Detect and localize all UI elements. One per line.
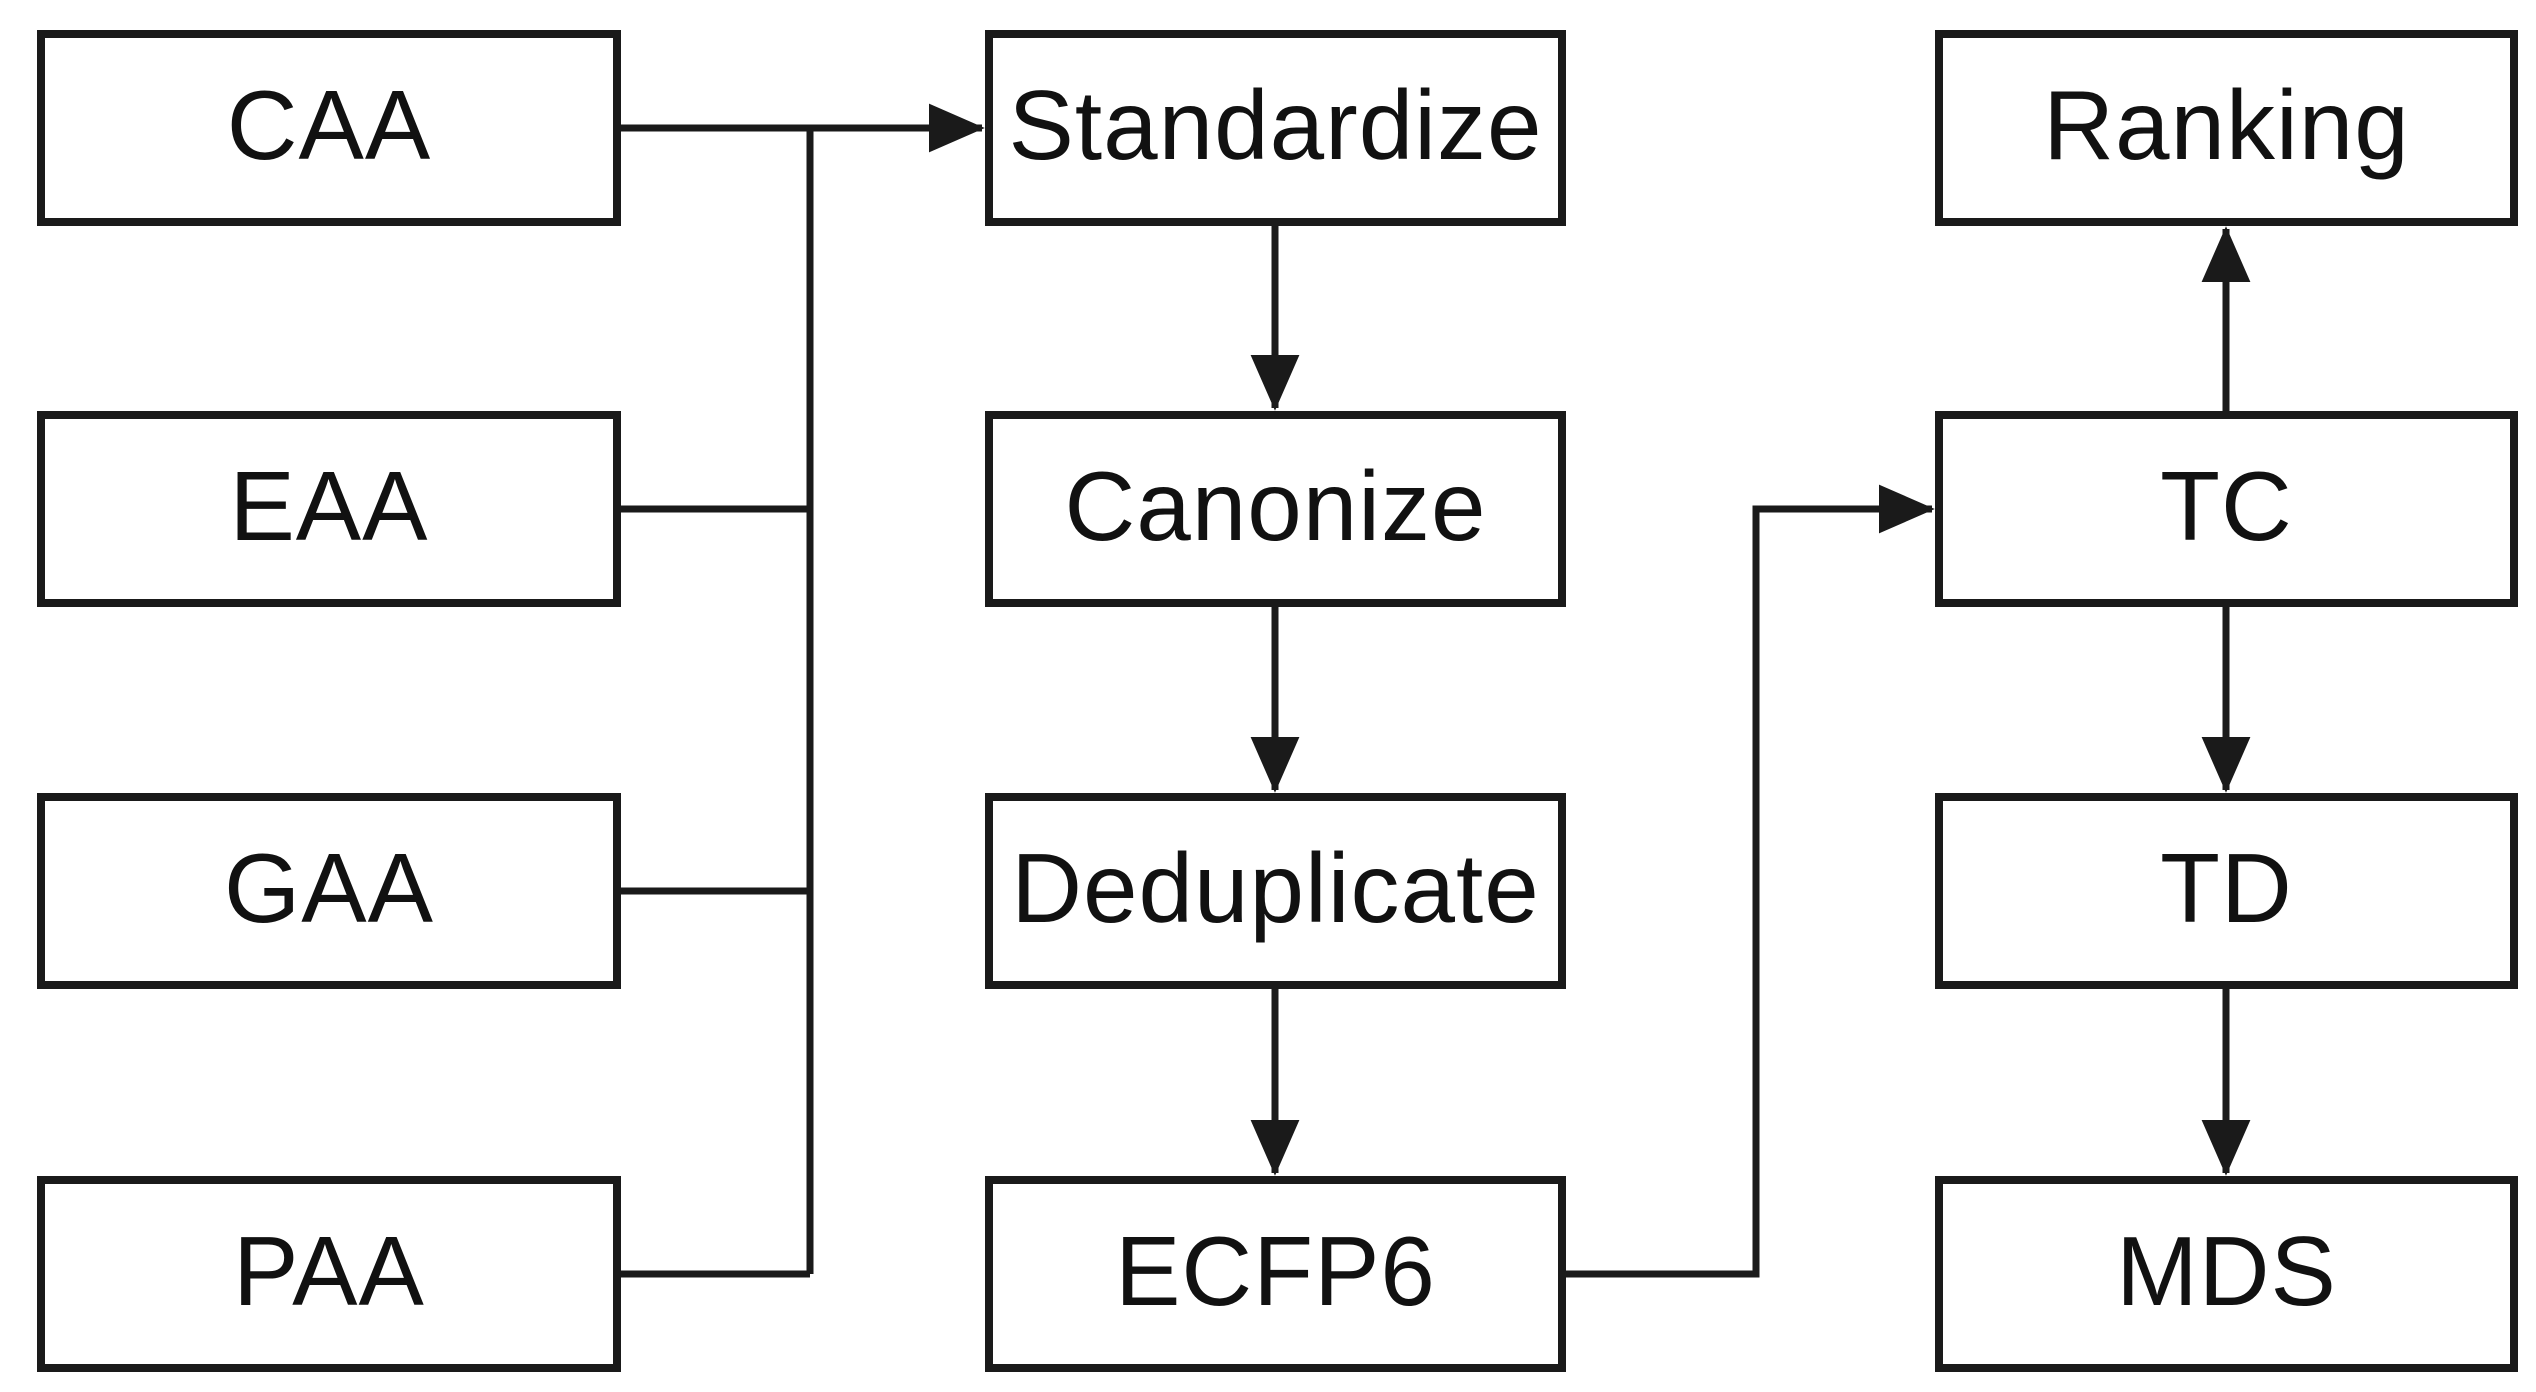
node-caa: CAA	[37, 30, 621, 226]
node-eaa-label: EAA	[229, 451, 429, 561]
node-mds: MDS	[1935, 1176, 2518, 1372]
node-paa: PAA	[37, 1176, 621, 1372]
node-canonize: Canonize	[985, 411, 1566, 607]
node-deduplicate: Deduplicate	[985, 793, 1566, 989]
node-standardize-label: Standardize	[1008, 70, 1543, 180]
node-gaa: GAA	[37, 793, 621, 989]
node-ecfp6: ECFP6	[985, 1176, 1566, 1372]
node-standardize: Standardize	[985, 30, 1566, 226]
node-td: TD	[1935, 793, 2518, 989]
node-deduplicate-label: Deduplicate	[1011, 833, 1540, 943]
node-gaa-label: GAA	[224, 833, 434, 943]
node-canonize-label: Canonize	[1064, 451, 1487, 561]
node-mds-label: MDS	[2116, 1216, 2337, 1326]
node-ranking: Ranking	[1935, 30, 2518, 226]
node-ranking-label: Ranking	[2043, 70, 2410, 180]
node-eaa: EAA	[37, 411, 621, 607]
node-tc-label: TC	[2160, 451, 2293, 561]
edge-ecfp6-tc	[1566, 484, 1935, 1278]
node-paa-label: PAA	[233, 1216, 425, 1326]
node-td-label: TD	[2160, 833, 2293, 943]
node-caa-label: CAA	[226, 70, 432, 180]
node-ecfp6-label: ECFP6	[1115, 1216, 1436, 1326]
node-tc: TC	[1935, 411, 2518, 607]
